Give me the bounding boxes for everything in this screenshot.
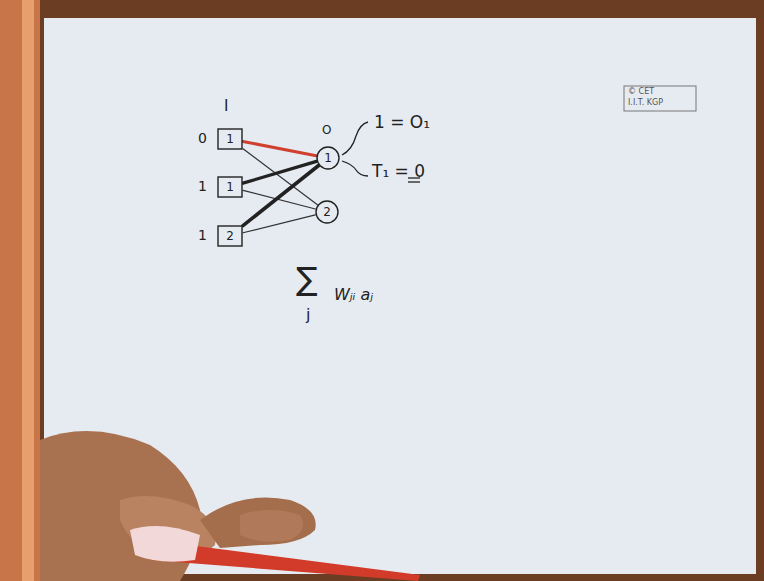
unit-number: 1 bbox=[324, 152, 332, 164]
weight-connection bbox=[243, 215, 315, 233]
board-edge bbox=[0, 0, 40, 581]
input-unit: 1 bbox=[217, 128, 243, 150]
output-neuron: 2 bbox=[315, 200, 339, 224]
thumb bbox=[240, 510, 303, 542]
unit-number: 1 bbox=[226, 181, 234, 193]
logo-frame bbox=[624, 86, 696, 111]
logo-text: I.I.T. KGP bbox=[628, 99, 663, 108]
sum-index: j bbox=[306, 306, 310, 324]
output-note: 1 = O₁ bbox=[374, 113, 430, 132]
unit-square bbox=[218, 177, 242, 197]
unit-number: 1 bbox=[226, 133, 234, 145]
finger bbox=[200, 498, 316, 549]
pen-cap bbox=[130, 526, 200, 562]
target-note: T₁ = 0 bbox=[372, 162, 425, 181]
unit-number: 2 bbox=[323, 206, 331, 218]
layer-label: I bbox=[224, 98, 228, 115]
underline-mark bbox=[408, 181, 420, 182]
sum-sign: ∑ bbox=[296, 262, 318, 297]
input-value: 1 bbox=[198, 179, 207, 194]
layer-label: O bbox=[322, 124, 331, 137]
unit-square bbox=[218, 226, 242, 246]
input-unit: 2 bbox=[217, 225, 243, 247]
unit-square bbox=[218, 129, 242, 149]
board-edge-light bbox=[22, 0, 34, 581]
weighted-term: Wⱼᵢ aⱼ bbox=[334, 286, 373, 304]
input-unit: 1 bbox=[217, 176, 243, 198]
weight-connection bbox=[243, 161, 316, 183]
weight-connection bbox=[243, 190, 315, 209]
output-neuron: 1 bbox=[316, 146, 340, 170]
input-value: 1 bbox=[198, 228, 207, 243]
input-value: 0 bbox=[198, 131, 207, 146]
neuron-circle bbox=[316, 201, 338, 223]
brace-line bbox=[342, 122, 368, 155]
unit-number: 2 bbox=[226, 230, 234, 242]
hand-with-pen bbox=[40, 431, 420, 581]
brace-line bbox=[342, 161, 368, 176]
weight-connection bbox=[243, 142, 316, 156]
neuron-circle bbox=[317, 147, 339, 169]
logo-text: © CET bbox=[628, 88, 654, 97]
